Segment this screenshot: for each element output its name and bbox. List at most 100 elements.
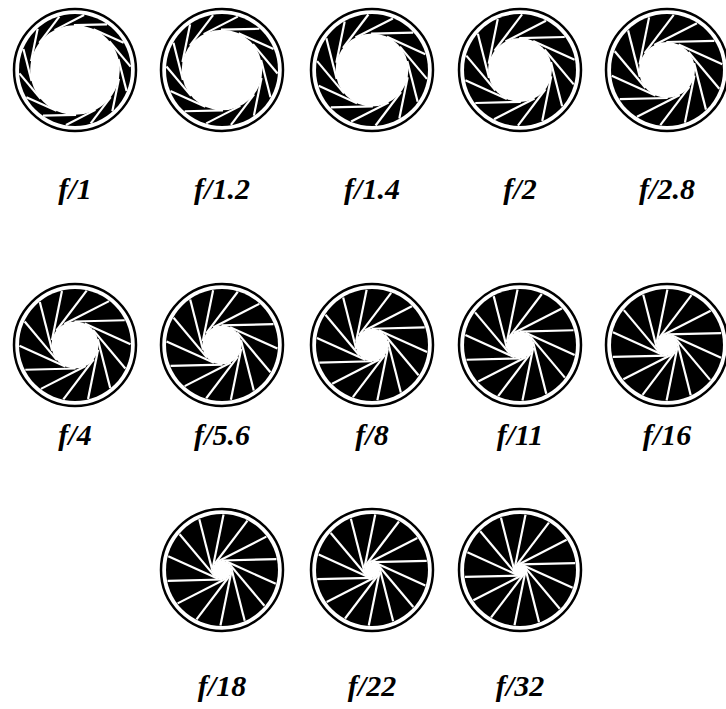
blade-edge xyxy=(677,342,690,395)
blade-edge xyxy=(178,578,227,603)
blade-edge xyxy=(478,34,489,78)
blade-edge xyxy=(366,521,399,565)
blade-edge xyxy=(613,356,667,357)
blade-edge xyxy=(168,580,223,581)
blade-edge xyxy=(66,110,95,125)
blade-edge xyxy=(380,568,394,621)
blade-edge xyxy=(221,28,259,31)
aperture-blades xyxy=(611,14,723,126)
blade-edge xyxy=(204,17,238,34)
aperture-rim xyxy=(311,284,433,406)
aperture-rim xyxy=(459,284,581,406)
aperture-rim xyxy=(606,284,726,406)
blade-edge xyxy=(466,358,520,359)
blade-edge xyxy=(516,523,549,567)
blade-edge xyxy=(19,346,65,367)
blade-edge xyxy=(628,30,640,77)
blade-edge xyxy=(643,351,676,394)
f-stop-label: f/2 xyxy=(503,172,536,206)
blade-edge xyxy=(237,332,270,372)
aperture-blades xyxy=(464,289,576,401)
aperture-rim xyxy=(14,9,136,131)
f-stop-label: f/18 xyxy=(198,669,246,703)
blade-edge xyxy=(326,38,336,79)
blade-edge xyxy=(407,61,417,102)
blade-edge xyxy=(185,109,223,112)
blade-edge xyxy=(331,106,373,107)
blade-edge xyxy=(197,576,230,620)
blade-edge xyxy=(253,44,278,73)
blade-edge xyxy=(623,354,671,379)
blade-edge xyxy=(685,76,695,123)
blade-edge xyxy=(25,322,57,361)
blade-edge xyxy=(514,308,562,333)
aperture-icon xyxy=(606,9,726,131)
blade-edge xyxy=(399,77,407,118)
blade-edge xyxy=(112,79,119,111)
blade-edge xyxy=(93,29,123,43)
blade-edge xyxy=(371,33,413,34)
blade-edge xyxy=(218,537,267,562)
f-stop-label: f/11 xyxy=(497,418,544,452)
blade-edge xyxy=(544,49,573,84)
blade-edge xyxy=(542,76,551,121)
blade-edge xyxy=(660,87,689,125)
blade-edge xyxy=(662,311,710,336)
aperture-icon xyxy=(161,284,283,406)
aperture-blades xyxy=(316,14,428,126)
aperture-blades xyxy=(166,289,278,401)
blade-edge xyxy=(659,295,692,338)
aperture-blades xyxy=(166,14,278,126)
blade-edge xyxy=(230,327,277,348)
blade-edge xyxy=(351,102,388,121)
blade-edge xyxy=(214,521,247,565)
blade-edge xyxy=(551,62,562,106)
blade-edge xyxy=(489,19,498,64)
blade-edge xyxy=(491,573,524,617)
aperture-blades xyxy=(19,289,131,401)
aperture-rim xyxy=(161,284,283,406)
blade-edge xyxy=(530,336,565,377)
blade-edge xyxy=(206,106,240,123)
f-stop-label: f/5.6 xyxy=(194,418,250,452)
blade-edge xyxy=(63,359,93,399)
aperture-blades xyxy=(464,514,576,626)
blade-edge xyxy=(473,575,522,600)
aperture-rim xyxy=(14,284,136,406)
blade-edge xyxy=(182,24,190,62)
blade-edge xyxy=(533,41,574,60)
blade-edge xyxy=(317,578,372,579)
f-stop-label: f/4 xyxy=(58,418,91,452)
aperture-rim xyxy=(161,509,283,631)
blade-edge xyxy=(345,575,378,619)
blade-edge xyxy=(31,29,38,61)
blade-edge xyxy=(624,310,659,352)
blade-edge xyxy=(694,63,706,110)
aperture-blades xyxy=(316,514,428,626)
blade-edge xyxy=(40,302,52,351)
blade-edge xyxy=(466,56,495,91)
blade-edge xyxy=(222,559,277,560)
blade-edge xyxy=(88,350,98,399)
blade-edge xyxy=(317,338,365,360)
aperture-rim xyxy=(459,9,581,131)
blade-edge xyxy=(372,561,427,562)
blade-edge xyxy=(166,67,191,96)
blade-edge xyxy=(520,563,575,564)
aperture-blades xyxy=(611,289,723,401)
aperture-icon xyxy=(161,9,283,131)
blade-edge xyxy=(319,361,372,362)
aperture-blades xyxy=(19,14,131,126)
blade-edge xyxy=(679,44,723,64)
blade-edge xyxy=(351,519,365,572)
blade-edge xyxy=(317,61,344,93)
blade-edge xyxy=(43,114,76,117)
blade-edge xyxy=(379,330,427,352)
blade-edge xyxy=(23,49,31,81)
blade-edge xyxy=(519,37,564,38)
aperture-icon xyxy=(311,284,433,406)
blade-edge xyxy=(74,23,107,26)
blade-edge xyxy=(93,330,125,369)
blade-edge xyxy=(319,86,357,103)
